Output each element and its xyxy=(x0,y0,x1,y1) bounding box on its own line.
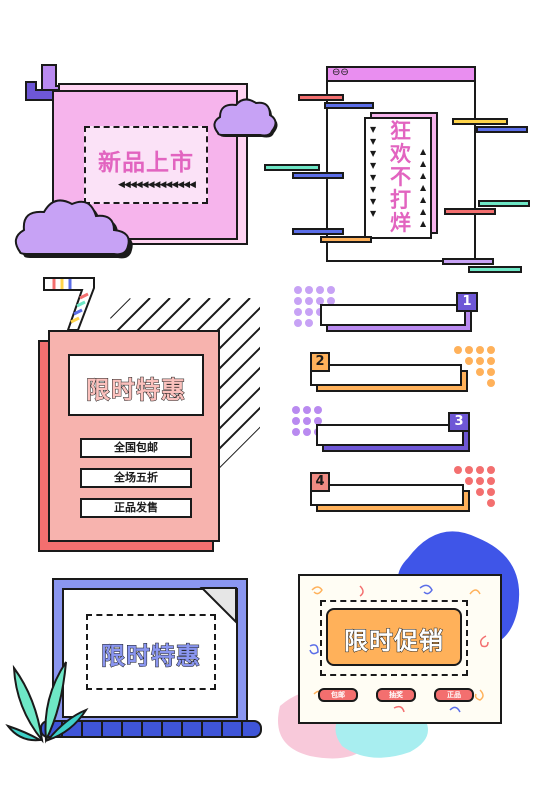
deco-bar xyxy=(478,200,530,207)
panel3-title: 限时特惠 xyxy=(86,376,186,405)
dot-grid-icon xyxy=(454,346,495,387)
number-badge-4: 4 xyxy=(310,472,330,492)
frame-inner xyxy=(84,126,208,204)
cloud-icon xyxy=(14,199,133,259)
screen-corner-fold xyxy=(199,587,237,625)
deco-bar xyxy=(452,118,508,125)
title-char: 烊 xyxy=(390,211,412,235)
panel-limited-offer-monitor: 限时特惠 xyxy=(0,570,270,750)
panel2-title: 狂 欢 不 打 烊 xyxy=(386,120,416,235)
btn-genuine[interactable]: 正品发售 xyxy=(80,498,192,518)
number-badge-3: 3 xyxy=(448,412,470,432)
plant-leaf-icon xyxy=(5,661,89,744)
cloud-icon xyxy=(213,98,278,138)
title-char: 欢 xyxy=(390,142,412,166)
title-char: 不 xyxy=(390,165,412,189)
deco-bar xyxy=(320,236,372,243)
rainbow-pipe-icon xyxy=(43,277,95,331)
title-pill xyxy=(326,608,462,666)
panel1-title: 新品上市 xyxy=(98,150,194,176)
tag-genuine[interactable]: 正品 xyxy=(434,688,474,702)
panel-new-arrivals: 新品上市 ◀◀◀◀◀◀◀◀◀◀◀◀◀ xyxy=(0,0,280,270)
dot-grid-icon xyxy=(454,466,495,507)
deco-bar xyxy=(324,102,374,109)
tag-lottery[interactable]: 抽奖 xyxy=(376,688,416,702)
list-item[interactable] xyxy=(316,424,464,446)
title-frame xyxy=(86,614,216,690)
panel-numbered-list: 1 2 3 4 xyxy=(286,282,539,522)
list-item[interactable] xyxy=(310,364,462,386)
deco-bar xyxy=(442,258,494,265)
title-frame xyxy=(68,354,204,416)
monitor-screen xyxy=(62,588,238,718)
tag-free-shipping[interactable]: 包邮 xyxy=(318,688,358,702)
btn-free-shipping[interactable]: 全国包邮 xyxy=(80,438,192,458)
vertical-sign xyxy=(364,117,432,239)
deco-bar xyxy=(292,172,344,179)
number-badge-1: 1 xyxy=(456,292,478,312)
deco-bar xyxy=(292,228,344,235)
deco-bar xyxy=(476,126,528,133)
panel-limited-offer-pink: 限时特惠 全国包邮 全场五折 正品发售 xyxy=(30,270,270,570)
title-char: 打 xyxy=(390,188,412,212)
deco-bar xyxy=(264,164,320,171)
panel6-title: 限时促销 xyxy=(344,627,444,656)
list-item[interactable] xyxy=(310,484,464,506)
panel-carnival: ⊖⊖ ▼▼▼▼▼▼▼▼ ▲▲▲▲▲▲▲ 狂 欢 不 打 烊 xyxy=(260,60,539,280)
arrow-row-icon: ◀◀◀◀◀◀◀◀◀◀◀◀◀ xyxy=(118,180,196,190)
deco-bar xyxy=(298,94,344,101)
keyboard-ridges xyxy=(61,722,243,736)
number-badge-2: 2 xyxy=(310,352,330,372)
swirl-pattern xyxy=(309,584,489,713)
window-titlebar xyxy=(326,66,476,82)
deco-bar xyxy=(444,208,496,215)
list-item[interactable] xyxy=(320,304,466,326)
window-dots-icon: ⊖⊖ xyxy=(332,67,349,78)
panel-limited-promo: 限时促销 包邮 抽奖 正品 xyxy=(270,528,539,759)
title-frame xyxy=(320,600,468,676)
title-char: 狂 xyxy=(390,119,412,143)
panel5-title: 限时特惠 xyxy=(101,642,201,671)
deco-bar xyxy=(468,266,522,273)
arrow-column-right: ▲▲▲▲▲▲▲ xyxy=(420,147,427,228)
btn-half-price[interactable]: 全场五折 xyxy=(80,468,192,488)
arrow-column-left: ▼▼▼▼▼▼▼▼ xyxy=(370,125,377,218)
